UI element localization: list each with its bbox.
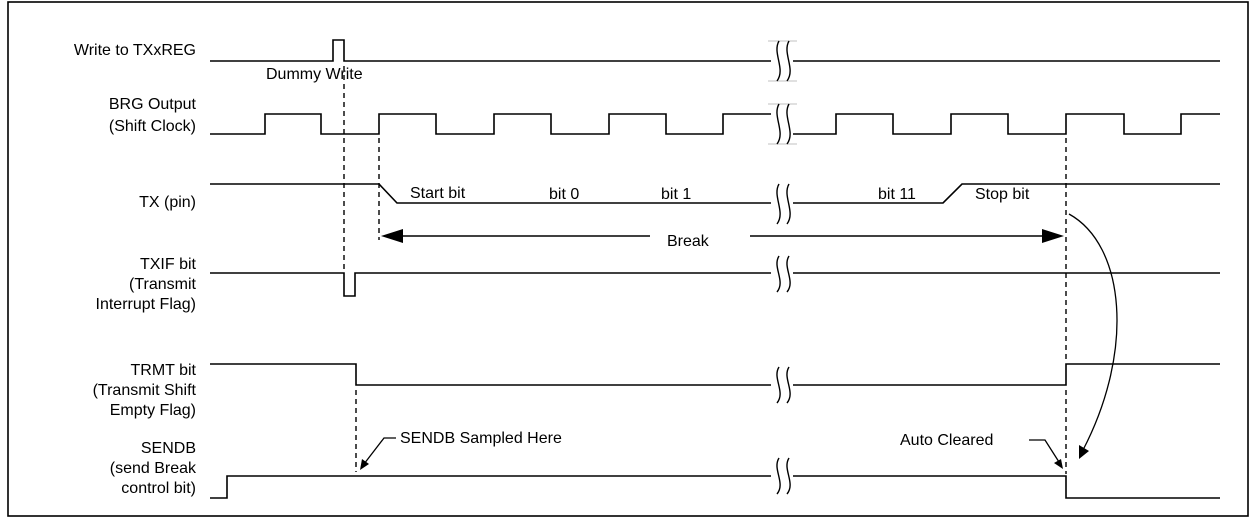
stop-to-sendb-arrow	[1068, 213, 1118, 459]
wave-txif	[210, 272, 1220, 297]
label-txif-line3: Interrupt Flag)	[96, 296, 196, 313]
sendb-sampled-pointer	[360, 437, 396, 470]
note-bit1: bit 1	[661, 186, 691, 203]
time-break-sendb	[771, 457, 793, 495]
note-stop-bit: Stop bit	[975, 186, 1030, 203]
label-trmt-line3: Empty Flag)	[110, 402, 196, 419]
label-txif-line2: (Transmit	[129, 276, 197, 293]
wave-tx-pin	[210, 183, 1220, 204]
label-brg-line2: (Shift Clock)	[109, 118, 196, 135]
time-break-brg	[768, 103, 797, 145]
note-start-bit: Start bit	[410, 185, 466, 202]
auto-cleared-pointer	[1029, 439, 1063, 469]
note-dummy-write: Dummy Write	[266, 66, 363, 83]
label-sendb-line1: SENDB	[141, 440, 196, 457]
note-break: Break	[667, 233, 710, 250]
break-arrow	[381, 229, 1064, 243]
wave-trmt	[210, 363, 1220, 386]
label-sendb-line2: (send Break	[110, 460, 197, 477]
wave-sendb	[210, 475, 1220, 499]
label-write-txreg: Write to TXxREG	[74, 42, 196, 59]
tx-label-mask	[404, 190, 484, 202]
note-bit11: bit 11	[878, 186, 916, 203]
label-tx-pin: TX (pin)	[139, 194, 196, 211]
label-trmt-line2: (Transmit Shift	[93, 382, 197, 399]
diagram-frame	[7, 1, 1249, 517]
label-sendb-line3: control bit)	[121, 480, 196, 497]
note-sendb-sampled: SENDB Sampled Here	[400, 430, 562, 447]
label-txif-line1: TXIF bit	[140, 256, 197, 273]
label-trmt-line1: TRMT bit	[131, 362, 197, 379]
time-break-write	[768, 40, 797, 82]
time-break-trmt	[771, 366, 793, 404]
note-bit0: bit 0	[549, 186, 579, 203]
time-break-tx	[771, 183, 793, 225]
label-brg-line1: BRG Output	[109, 96, 197, 113]
note-auto-cleared: Auto Cleared	[900, 432, 993, 449]
time-break-txif	[771, 255, 793, 293]
wave-brg-output	[210, 113, 1220, 135]
wave-write-txreg	[210, 39, 1220, 62]
